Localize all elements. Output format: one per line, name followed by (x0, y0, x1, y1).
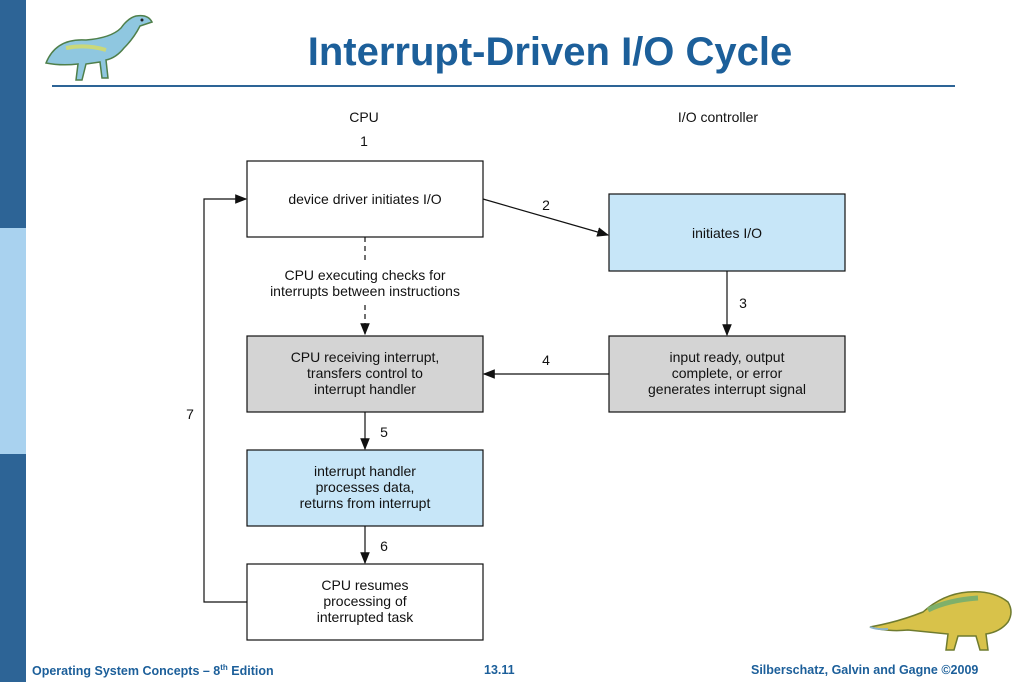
footer-book-title: Operating System Concepts – 8 (32, 664, 221, 679)
title-divider (52, 85, 955, 87)
step-6-label: 6 (380, 538, 388, 554)
input-ready-line2: complete, or error (672, 365, 783, 381)
footer-edition-sup: th (220, 663, 228, 672)
cpu-column-label: CPU (349, 109, 379, 125)
footer-left: Operating System Concepts – 8th Edition (32, 663, 274, 678)
sidebar-decoration (0, 0, 26, 682)
cpu-checks-text-line2: interrupts between instructions (270, 283, 460, 299)
interrupt-handler-line3: returns from interrupt (300, 495, 431, 511)
footer-authors: Silberschatz, Galvin and Gagne ©2009 (751, 663, 979, 677)
cpu-receiving-line3: interrupt handler (314, 381, 416, 397)
cpu-receiving-line1: CPU receiving interrupt, (291, 349, 440, 365)
cpu-receiving-line2: transfers control to (307, 365, 423, 381)
dinosaur-icon (868, 582, 1018, 659)
dinosaur-icon (36, 8, 156, 88)
cpu-resumes-line2: processing of (323, 593, 406, 609)
interrupt-handler-line2: processes data, (316, 479, 415, 495)
sidebar-light-band (0, 228, 26, 454)
device-driver-box (246, 160, 484, 238)
cpu-resumes-line3: interrupted task (317, 609, 414, 625)
cpu-resumes-line1: CPU resumes (321, 577, 408, 593)
step-5-label: 5 (380, 424, 388, 440)
arrow-7-loop (203, 194, 248, 603)
device-driver-text: device driver initiates I/O (288, 191, 441, 207)
input-ready-line1: input ready, output (670, 349, 785, 365)
step-2-label: 2 (542, 197, 550, 213)
initiates-io-text: initiates I/O (692, 225, 762, 241)
interrupt-handler-line1: interrupt handler (314, 463, 416, 479)
io-cycle-diagram: CPU I/O controller 1 device driver initi… (182, 100, 862, 650)
cpu-resumes-box (246, 563, 484, 641)
cpu-checks-text-line1: CPU executing checks for (284, 267, 445, 283)
step-4-label: 4 (542, 352, 550, 368)
step-3-label: 3 (739, 295, 747, 311)
io-controller-column-label: I/O controller (678, 109, 758, 125)
cpu-receiving-box (246, 335, 484, 413)
step-1-label: 1 (360, 133, 368, 149)
interrupt-handler-box (246, 449, 484, 527)
step-7-label: 7 (186, 406, 194, 422)
slide-title: Interrupt-Driven I/O Cycle (307, 30, 793, 74)
footer-edition-suffix: Edition (227, 664, 274, 679)
input-ready-line3: generates interrupt signal (648, 381, 806, 397)
input-ready-box (608, 335, 846, 413)
footer-page-number: 13.11 (484, 663, 515, 677)
arrow-2 (482, 198, 610, 237)
